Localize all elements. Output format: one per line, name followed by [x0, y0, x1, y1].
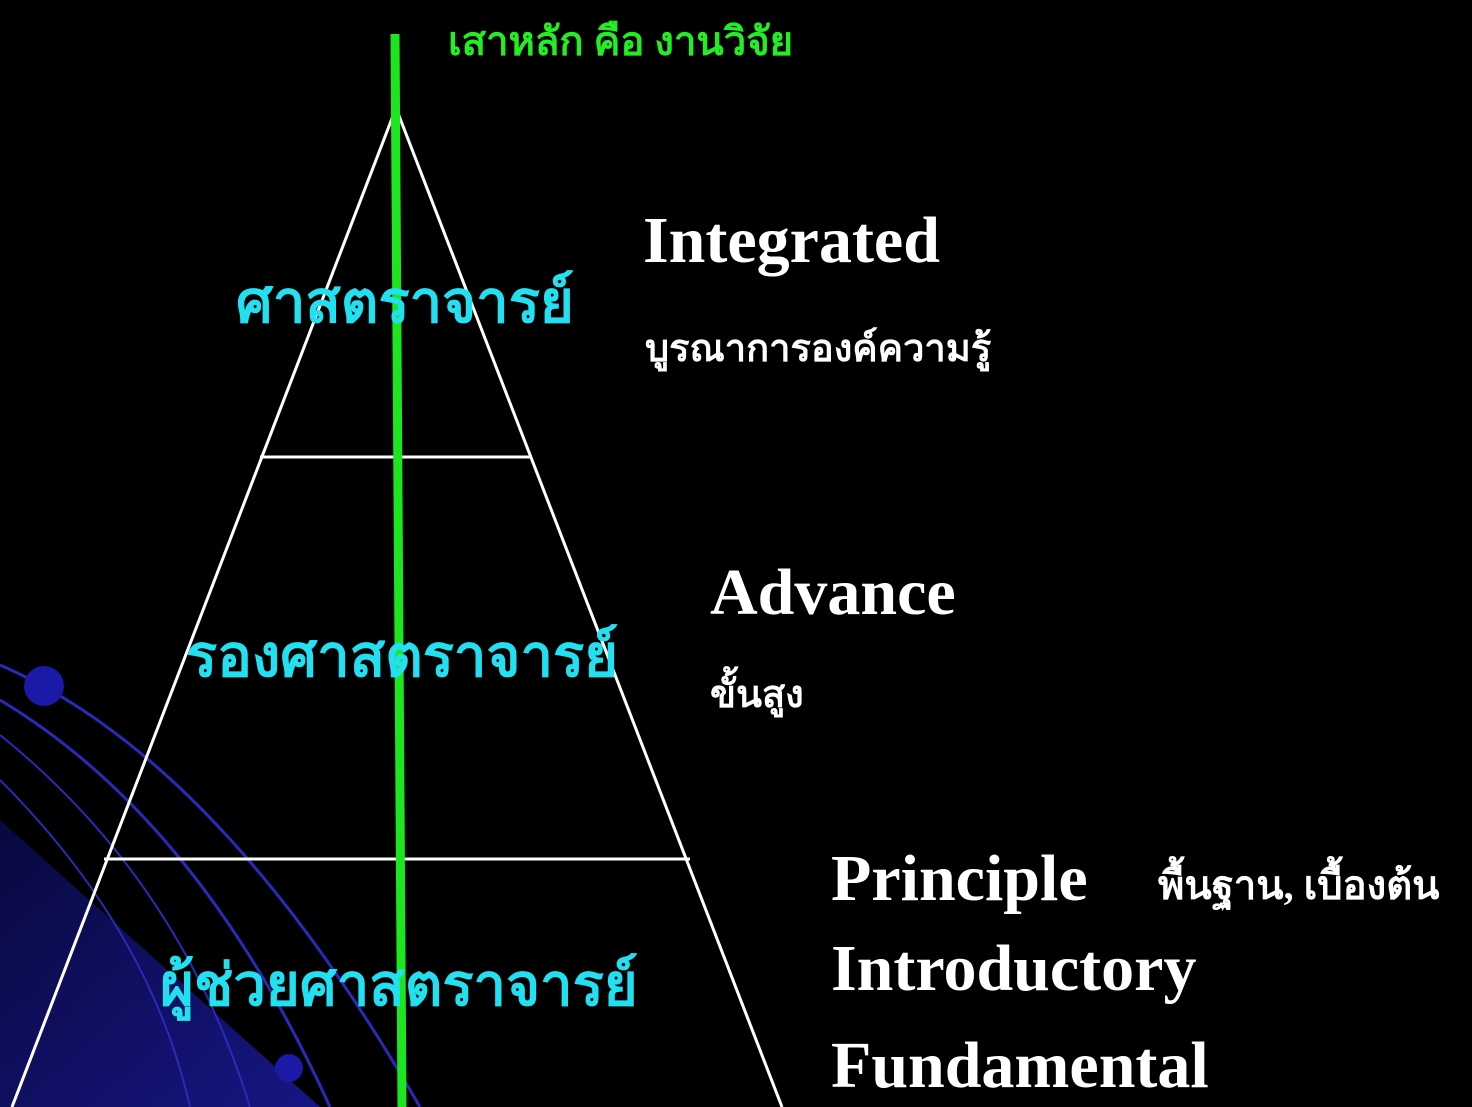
research-pillar	[390, 33, 407, 1107]
level-bottom-en-2: Introductory	[831, 932, 1197, 1005]
rank-associate-professor: รองศาสตราจารย์	[186, 624, 619, 689]
level-top-en: Integrated	[643, 204, 940, 277]
level-bottom-en-3: Fundamental	[831, 1029, 1209, 1102]
decor-orb-lower	[275, 1054, 303, 1082]
pillar-label: เสาหลัก คือ งานวิจัย	[448, 19, 794, 64]
level-top-th: บูรณาการองค์ความรู้	[645, 328, 992, 370]
rank-professor: ศาสตราจารย์	[236, 270, 574, 335]
level-bottom-th: พื้นฐาน, เบื้องต้น	[1158, 863, 1440, 908]
background-decoration	[0, 663, 422, 1107]
level-middle-en: Advance	[710, 556, 956, 629]
level-middle-th: ขั้นสูง	[710, 674, 804, 716]
rank-assistant-professor: ผู้ช่วยศาสตราจารย์	[160, 953, 638, 1018]
level-bottom-en: Principle	[831, 842, 1088, 915]
decor-orb-upper	[24, 666, 64, 706]
